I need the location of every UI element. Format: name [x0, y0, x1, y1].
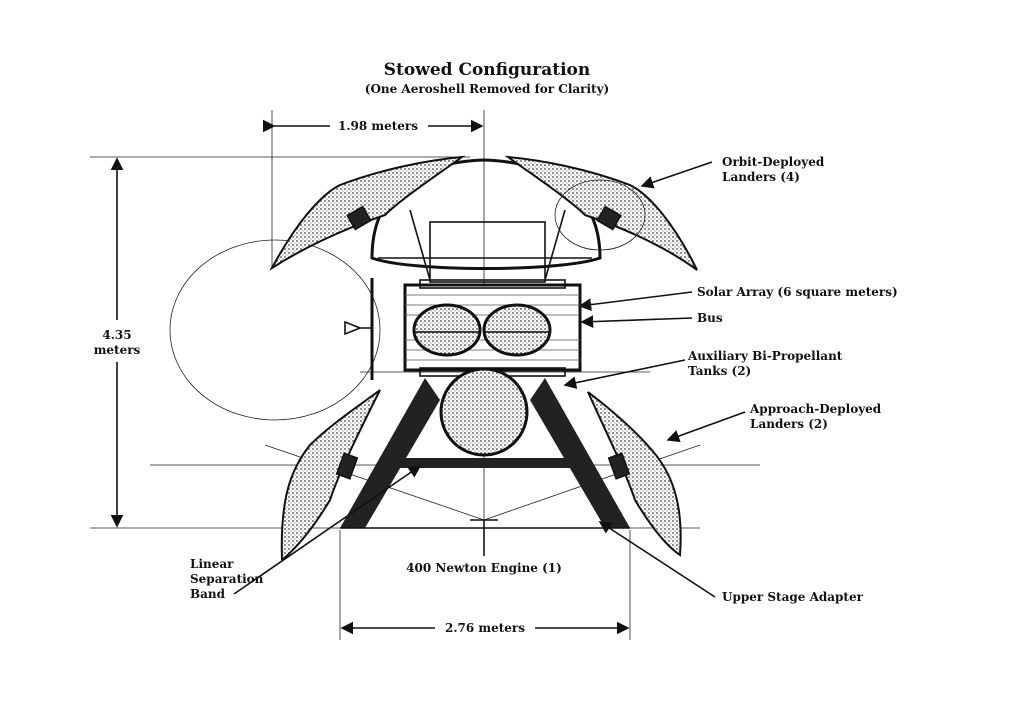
dimension-top-width: 1.98 meters: [262, 110, 485, 540]
top-width-label: 1.98 meters: [338, 119, 418, 133]
approach-deployed-lander-left: [280, 389, 381, 563]
orbit-deployed-lander-left: [269, 155, 466, 271]
label-orbit-landers: Orbit-Deployed: [722, 155, 825, 169]
main-tank: [439, 367, 529, 457]
label-separation-band-3: Band: [190, 587, 226, 601]
label-engine: 400 Newton Engine (1): [406, 561, 562, 575]
label-separation-band-1: Linear: [190, 557, 234, 571]
base-width-label: 2.76 meters: [445, 621, 525, 635]
label-separation-band-2: Separation: [190, 572, 264, 586]
label-orbit-landers-count: Landers (4): [722, 170, 800, 184]
label-approach-landers: Approach-Deployed: [749, 402, 882, 416]
dimension-base-width: 2.76 meters: [339, 530, 631, 640]
label-upper-stage-adapter: Upper Stage Adapter: [722, 590, 864, 604]
aeroshell-outline: [169, 239, 381, 421]
label-aux-tanks-count: Tanks (2): [688, 364, 751, 378]
upper-stage-adapter: [264, 378, 701, 529]
orbit-deployed-lander-right: [504, 155, 698, 271]
dimension-height: 4.35 meters: [90, 156, 700, 529]
height-label-unit: meters: [94, 343, 141, 357]
diagram-subtitle: (One Aeroshell Removed for Clarity): [365, 82, 609, 96]
label-bus: Bus: [697, 311, 723, 325]
approach-deployed-lander-right: [587, 391, 682, 557]
label-approach-landers-count: Landers (2): [750, 417, 828, 431]
auxiliary-tanks: [412, 303, 552, 357]
label-solar-array: Solar Array (6 square meters): [697, 285, 898, 299]
label-aux-tanks: Auxiliary Bi-Propellant: [687, 349, 843, 363]
diagram-title: Stowed Configuration: [384, 60, 591, 80]
height-label-value: 4.35: [102, 328, 131, 342]
